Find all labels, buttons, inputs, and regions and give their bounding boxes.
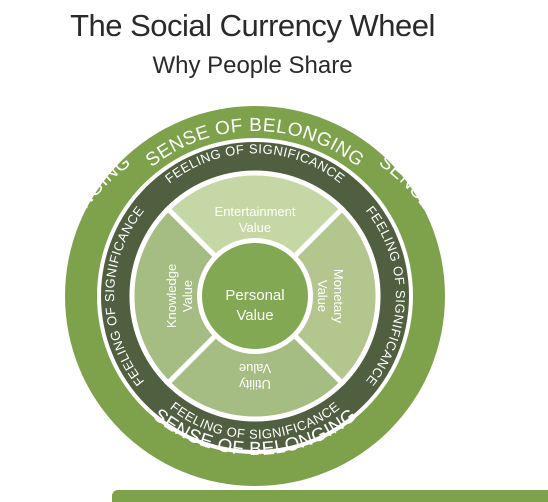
quadrant-left — [129, 205, 259, 387]
quadrants — [129, 170, 381, 422]
entertainment-label-line2: Value — [239, 220, 271, 235]
bottom-accent-bar — [112, 490, 548, 502]
quadrant-top — [164, 170, 346, 300]
knowledge-label-line1: Knowledge — [164, 264, 179, 328]
center-label-line1: Personal — [225, 287, 284, 304]
page-title: The Social Currency Wheel — [70, 8, 435, 43]
knowledge-label-line2: Value — [180, 280, 195, 312]
entertainment-label-line1: Entertainment — [215, 204, 296, 219]
quadrant-bottom — [164, 292, 346, 422]
monetary-label-line1: Monetary — [331, 269, 346, 324]
center-circle — [202, 243, 308, 349]
page-subtitle: Why People Share — [152, 52, 353, 79]
center-label-line2: Value — [236, 307, 273, 324]
utility-label-line2: Value — [239, 361, 271, 376]
utility-label-line1: Utility — [239, 377, 271, 392]
quadrant-right — [251, 205, 381, 387]
monetary-label-line2: Value — [315, 280, 330, 312]
